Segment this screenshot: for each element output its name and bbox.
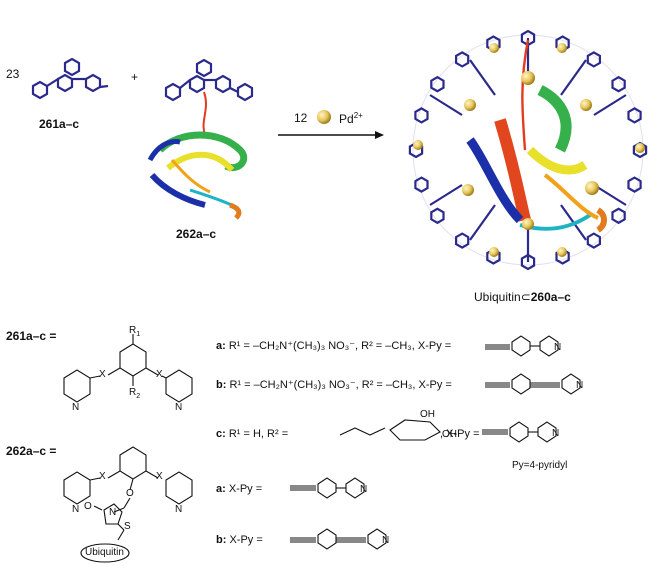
- cage-hexagon: [414, 176, 429, 193]
- row-a-pyridyl-n: N: [554, 342, 562, 353]
- ligand-261-drawing: [31, 57, 109, 100]
- row-c-part1: c: R¹ = H, R² =: [216, 428, 289, 440]
- atom-x-left-261: X: [99, 369, 106, 380]
- xpy-row-a: [485, 335, 559, 357]
- row-a2: a: X-Py =: [216, 483, 263, 495]
- atom-x-right-262: X: [156, 471, 163, 482]
- row-c-part2: , X-Py =: [440, 428, 480, 440]
- structure-262-skeletal: [63, 446, 193, 563]
- cage-hexagon: [430, 75, 445, 93]
- row-c-pyridyl-n: N: [552, 428, 560, 439]
- plus-sign: +: [131, 70, 139, 84]
- ligand-262-drawing: [164, 58, 254, 102]
- def-261: 261a–c =: [6, 329, 57, 343]
- row-a: a: R¹ = –CH₂N⁺(CH₃)₃ NO₃⁻, R² = –CH₃, X-…: [216, 340, 452, 352]
- atom-n-left-262: N: [72, 504, 80, 515]
- row-a2-pyridyl-n: N: [360, 484, 368, 495]
- cage-hexagon: [414, 107, 429, 124]
- atom-n-right-261: N: [175, 402, 183, 413]
- label-262: 262a–c: [176, 227, 217, 241]
- cage-drawing: [408, 29, 648, 271]
- row-b: b: R¹ = –CH₂N⁺(CH₃)₃ NO₃⁻, R² = –CH₃, X-…: [216, 379, 452, 391]
- coefficient-ligand: 23: [6, 67, 20, 81]
- cage-hexagon: [586, 51, 602, 68]
- atom-o-ether: O: [126, 488, 134, 499]
- row-c-oh-right: OH: [442, 429, 457, 440]
- cage-hexagon: [627, 107, 642, 124]
- cage-hexagon: [455, 51, 470, 68]
- cage-hexagon: [555, 248, 570, 265]
- reagent-count: 12: [294, 111, 308, 125]
- row-b2-pyridyl-n: N: [382, 535, 390, 546]
- xpy-row-b: [485, 373, 581, 395]
- cage-protein: [466, 39, 607, 233]
- label-261: 261a–c: [39, 117, 80, 131]
- reaction-arrow: [278, 131, 384, 139]
- cage-hexagon: [586, 232, 602, 249]
- pd-sphere-reagent: [317, 110, 331, 124]
- ubiquitin-oval-label: Ubiquitin: [85, 547, 124, 558]
- atom-x-left-262: X: [99, 471, 106, 482]
- cage-hexagon: [455, 232, 470, 249]
- cage-hexagon: [486, 248, 501, 265]
- def-262: 262a–c =: [6, 444, 57, 458]
- cage-hexagon: [430, 207, 445, 225]
- row-b2: b: X-Py =: [216, 534, 263, 546]
- py-note: Py=4-pyridyl: [512, 460, 568, 471]
- xpy-row-b2: [290, 528, 387, 550]
- cage-hexagon: [611, 75, 626, 93]
- row-c-oh-top: OH: [420, 409, 435, 420]
- xpy-row-a2: [290, 477, 365, 499]
- ubiquitin-ribbon-small: [147, 91, 248, 220]
- atom-n-imide: N: [109, 507, 117, 518]
- cage-hexagon: [520, 253, 536, 271]
- pd-spheres-cage: [413, 43, 645, 257]
- cage-hexagon: [627, 176, 642, 193]
- atom-n-right-262: N: [175, 504, 183, 515]
- atom-r1: R1: [129, 325, 141, 339]
- structure-261-skeletal: [63, 334, 193, 403]
- atom-x-right-261: X: [156, 369, 163, 380]
- atom-n-left-261: N: [72, 402, 80, 413]
- cage-hexagon: [632, 141, 648, 159]
- xpy-row-c: [339, 419, 557, 443]
- atom-s: S: [124, 521, 131, 532]
- atom-r2: R2: [129, 387, 141, 401]
- cage-hexagon: [611, 207, 626, 225]
- atom-o-imide-1: O: [84, 501, 92, 512]
- product-label: Ubiquitin⊂260a–c: [474, 290, 571, 304]
- row-b-pyridyl-n: N: [576, 380, 584, 391]
- reagent-ion: Pd2+: [339, 111, 363, 126]
